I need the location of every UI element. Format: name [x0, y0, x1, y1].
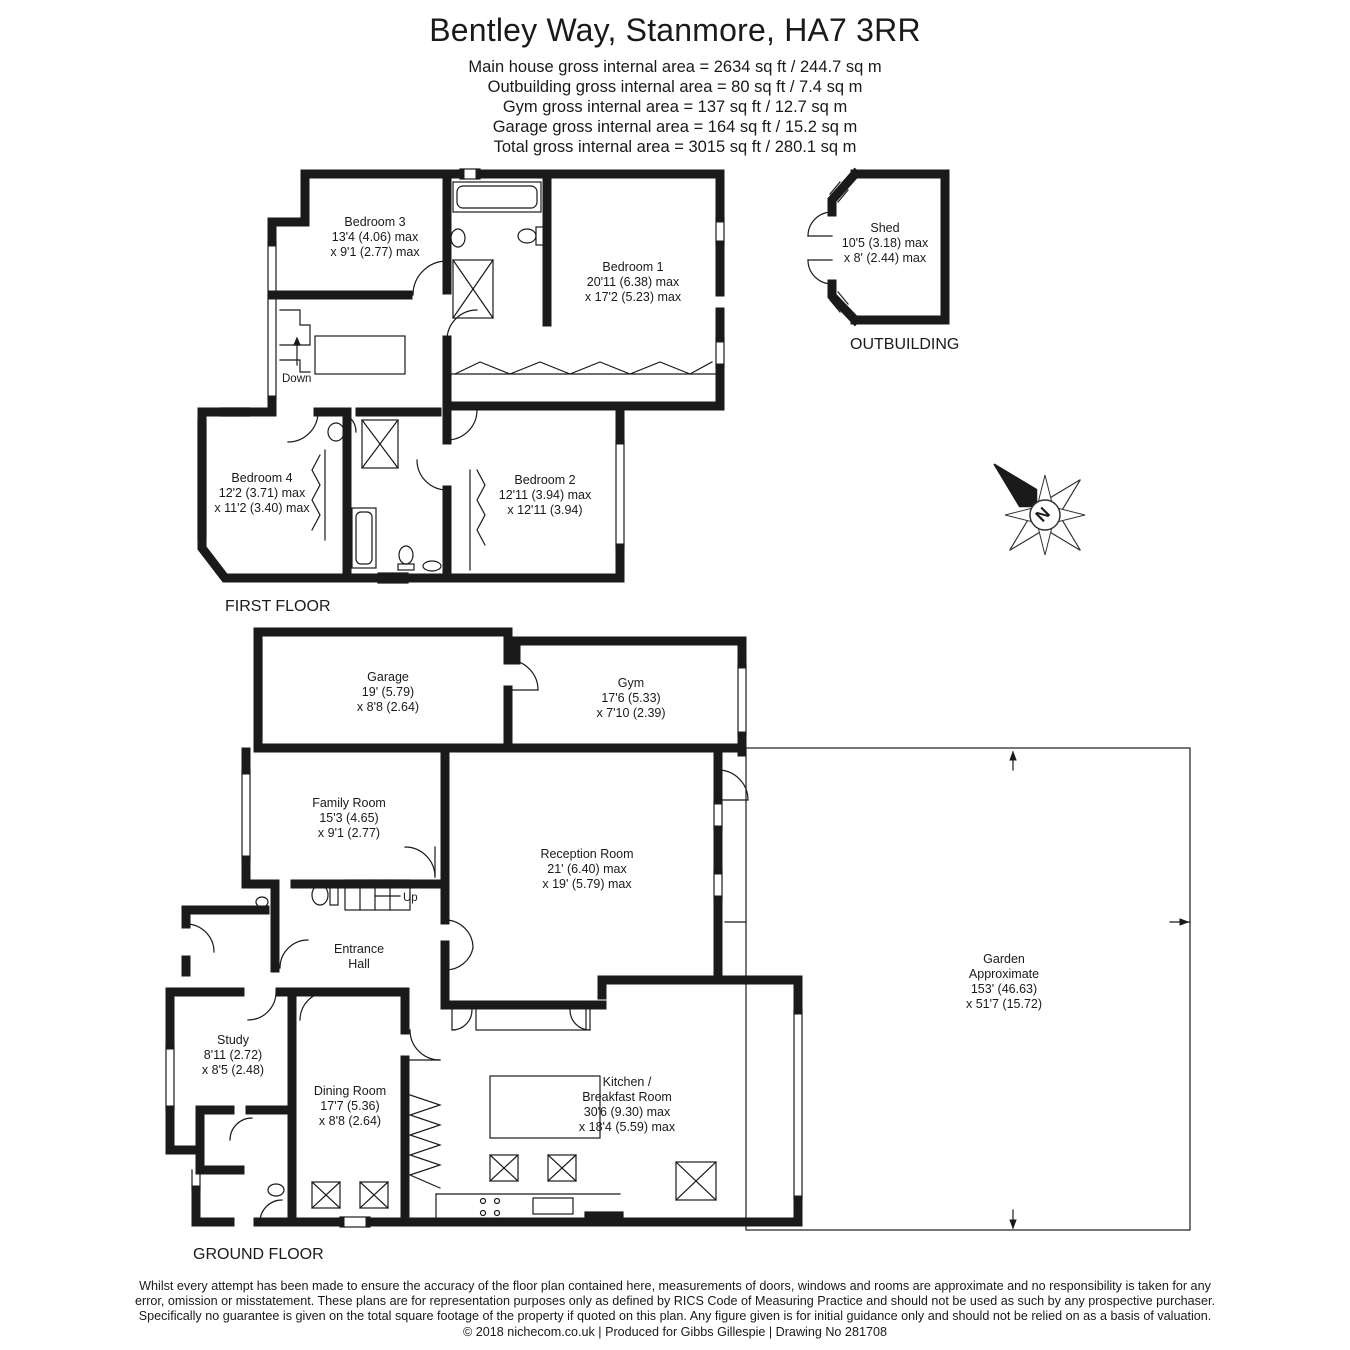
- stairs-down-label: Down: [282, 373, 312, 385]
- disclaimer-line: error, omission or misstatement. These p…: [135, 1294, 1215, 1309]
- ground-floor-label: GROUND FLOOR: [193, 1246, 324, 1263]
- first-floor-walls: [197, 169, 725, 583]
- area-main-house: Main house gross internal area = 2634 sq…: [468, 58, 882, 76]
- copyright-line: © 2018 nichecom.co.uk | Produced for Gib…: [463, 1324, 887, 1339]
- outbuilding-label: OUTBUILDING: [850, 336, 960, 353]
- plan-title: Bentley Way, Stanmore, HA7 3RR: [429, 12, 921, 48]
- area-outbuilding: Outbuilding gross internal area = 80 sq …: [487, 78, 863, 96]
- ground-floor-walls: [165, 627, 803, 1227]
- ground-floor-details: [165, 639, 1191, 1231]
- compass-icon: [993, 463, 1086, 556]
- disclaimer-line: Specifically no guarantee is given on th…: [138, 1309, 1212, 1324]
- disclaimer-line: Whilst every attempt has been made to en…: [139, 1279, 1211, 1293]
- dimension-arrows: [1009, 750, 1190, 1230]
- first-floor-details: [197, 168, 725, 584]
- first-floor-label: FIRST FLOOR: [225, 598, 331, 615]
- area-gym: Gym gross internal area = 137 sq ft / 12…: [502, 98, 848, 116]
- outbuilding-details: [807, 181, 849, 313]
- area-total: Total gross internal area = 3015 sq ft /…: [493, 138, 857, 156]
- area-garage: Garage gross internal area = 164 sq ft /…: [492, 118, 858, 136]
- stairs-up-label: Up: [403, 892, 418, 904]
- outbuilding-walls: [827, 167, 950, 327]
- disclaimer: Whilst every attempt has been made to en…: [30, 1279, 1320, 1340]
